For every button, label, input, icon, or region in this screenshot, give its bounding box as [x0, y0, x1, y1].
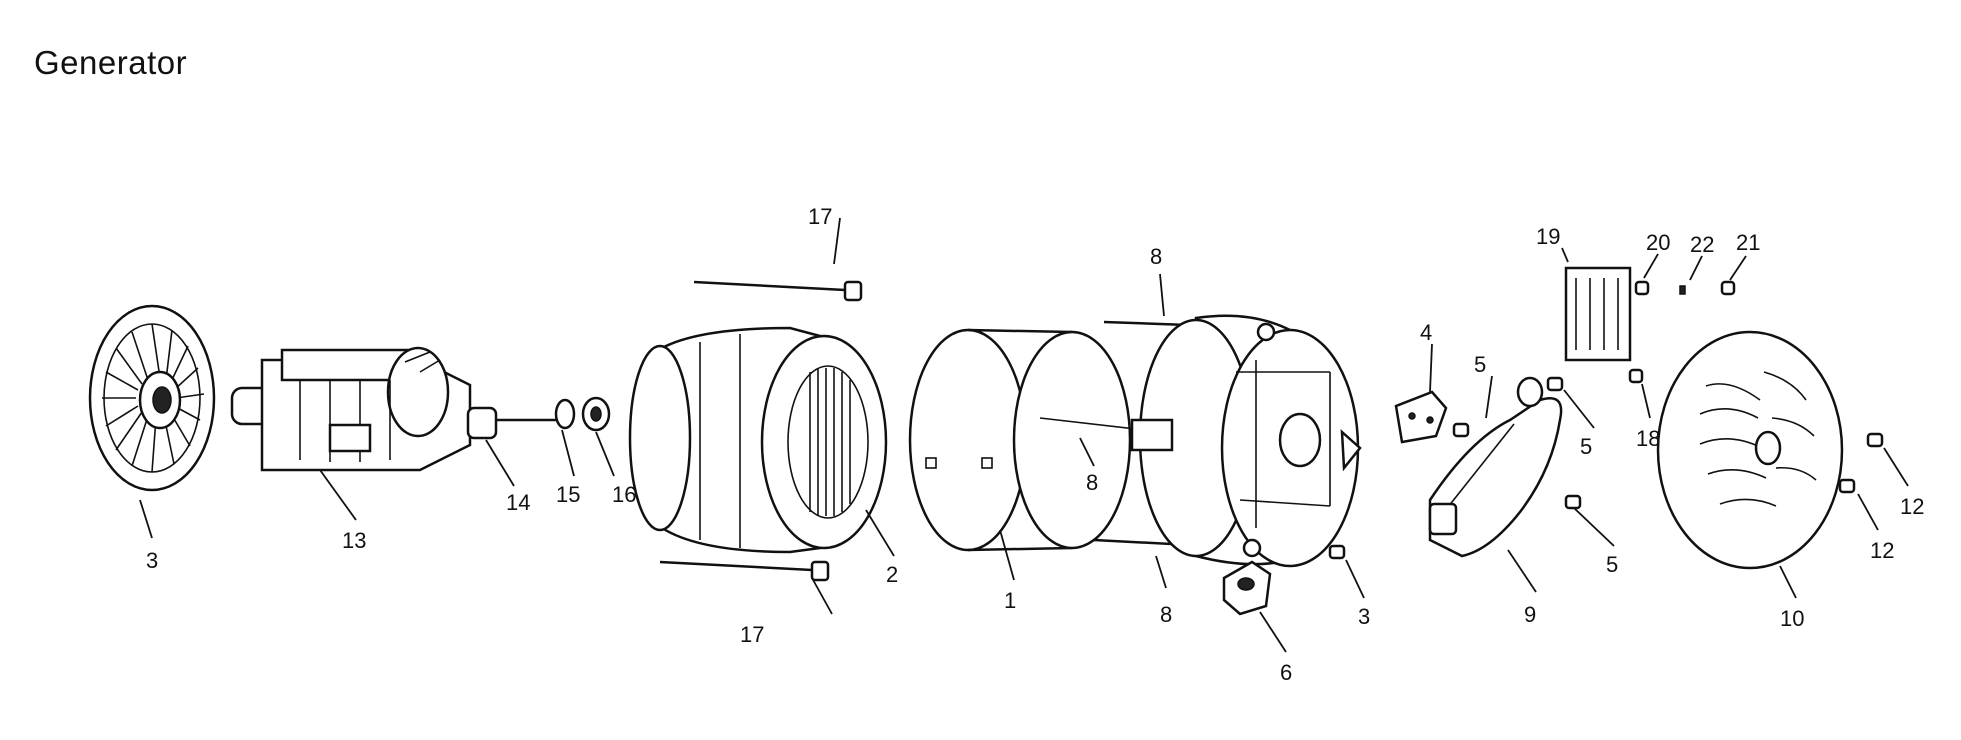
callout-6: 6: [1280, 660, 1292, 685]
callout-13: 13: [342, 528, 366, 553]
part-end-cover: [1656, 330, 1844, 570]
part-washers: [554, 396, 611, 432]
callout-19: 19: [1536, 224, 1560, 249]
part-fasteners: [1628, 280, 1736, 384]
callout-2: 2: [886, 562, 898, 587]
callout-9: 9: [1524, 602, 1536, 627]
callout-17: 17: [740, 622, 764, 647]
callout-8: 8: [1160, 602, 1172, 627]
part-screw-small: [1328, 544, 1346, 560]
part-regulator: [1564, 266, 1632, 362]
callout-18: 18: [1636, 426, 1660, 451]
callout-21: 21: [1736, 230, 1760, 255]
part-cover-band: [908, 328, 1163, 552]
leader-lines: [139, 217, 1909, 653]
callout-5: 5: [1580, 434, 1592, 459]
callout-16: 16: [612, 482, 636, 507]
callout-20: 20: [1646, 230, 1670, 255]
callout-3: 3: [146, 548, 158, 573]
callout-12: 12: [1900, 494, 1924, 519]
part-mount: [1222, 560, 1272, 616]
callout-1: 1: [1004, 588, 1016, 613]
callout-8: 8: [1150, 244, 1162, 269]
part-brush-holder: [1394, 390, 1448, 444]
callout-14: 14: [506, 490, 530, 515]
part-fan: [88, 304, 216, 492]
callout-5: 5: [1606, 552, 1618, 577]
callout-5: 5: [1474, 352, 1486, 377]
page-title: Generator: [34, 44, 188, 81]
callout-3: 3: [1358, 604, 1370, 629]
part-rotor: [230, 346, 556, 472]
part-screws: [1452, 376, 1582, 510]
callout-17: 17: [808, 204, 832, 229]
part-end-bracket: [1428, 376, 1563, 558]
part-cover-screws: [1838, 432, 1884, 494]
part-rear-housing: [1093, 314, 1362, 568]
callout-10: 10: [1780, 606, 1804, 631]
part-through-bolts: [659, 280, 863, 582]
callout-22: 22: [1690, 232, 1714, 257]
callout-15: 15: [556, 482, 580, 507]
callout-4: 4: [1420, 320, 1432, 345]
callout-12: 12: [1870, 538, 1894, 563]
callout-8: 8: [1086, 470, 1098, 495]
part-stator: [628, 326, 888, 554]
